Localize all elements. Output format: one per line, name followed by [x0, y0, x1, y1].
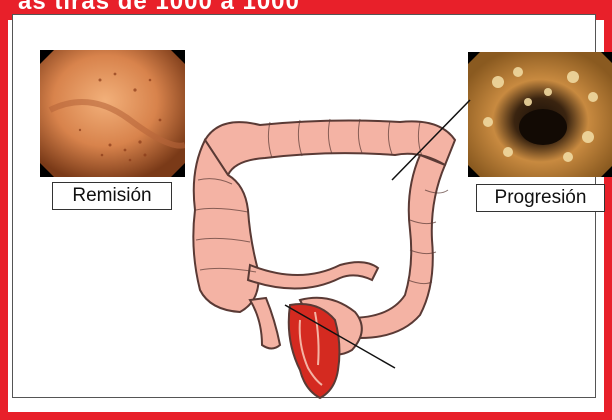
inflamed-rectum [289, 304, 340, 398]
